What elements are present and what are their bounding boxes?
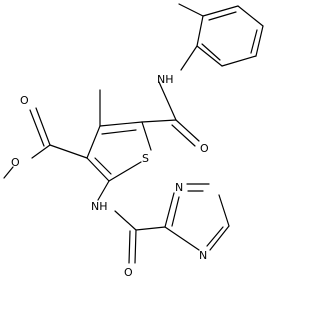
carbonyl-pyrazine-bond xyxy=(135,226,166,231)
atom-label-nh-bottom: NH xyxy=(91,200,108,213)
atom-label-nh-top: NH xyxy=(157,73,174,86)
ester-methyl-bond xyxy=(3,166,14,179)
nh-bottom-carbonyl-bond xyxy=(114,210,137,231)
atom-label-n-pyrazine-top: N xyxy=(175,181,183,194)
c2-nh-bond xyxy=(97,180,110,201)
atom-label-s-ring: S xyxy=(142,152,149,165)
molecule-structure-diagram: NH O S O O NH N N O xyxy=(3,3,264,279)
nh-carbonyl-bond xyxy=(158,81,177,121)
atom-label-o-amide-top: O xyxy=(200,142,209,155)
bottom-amide-co-bond-a xyxy=(134,229,137,264)
bottom-amide-co-bond-b xyxy=(128,230,131,264)
thiophene-ring xyxy=(86,121,152,182)
ester-co-bond-a xyxy=(35,107,51,146)
ester-o-bond xyxy=(31,144,51,159)
c5-carbonyl-bond xyxy=(141,119,177,123)
structure-canvas: NH O S O O NH N N O xyxy=(3,3,264,279)
ester-c3-bond xyxy=(49,144,88,159)
tolyl-methyl-bond xyxy=(178,3,204,17)
bonds-layer xyxy=(3,3,264,264)
top-amide-co-bond-b xyxy=(171,124,196,147)
atom-label-o-amide-bottom: O xyxy=(124,266,133,279)
top-amide-co-bond-a xyxy=(175,119,200,142)
atom-label-o-ester-ether: O xyxy=(11,156,20,169)
ester-co-bond-b xyxy=(29,109,45,147)
atom-label-o-ester-carbonyl: O xyxy=(20,94,29,107)
atom-label-n-pyrazine-bottom: N xyxy=(199,249,207,262)
atom-labels-layer: NH O S O O NH N N O xyxy=(11,73,209,279)
pyrazine-ring xyxy=(164,183,230,251)
aryl-nh-bond xyxy=(180,45,198,71)
tolyl-ring xyxy=(196,5,264,67)
